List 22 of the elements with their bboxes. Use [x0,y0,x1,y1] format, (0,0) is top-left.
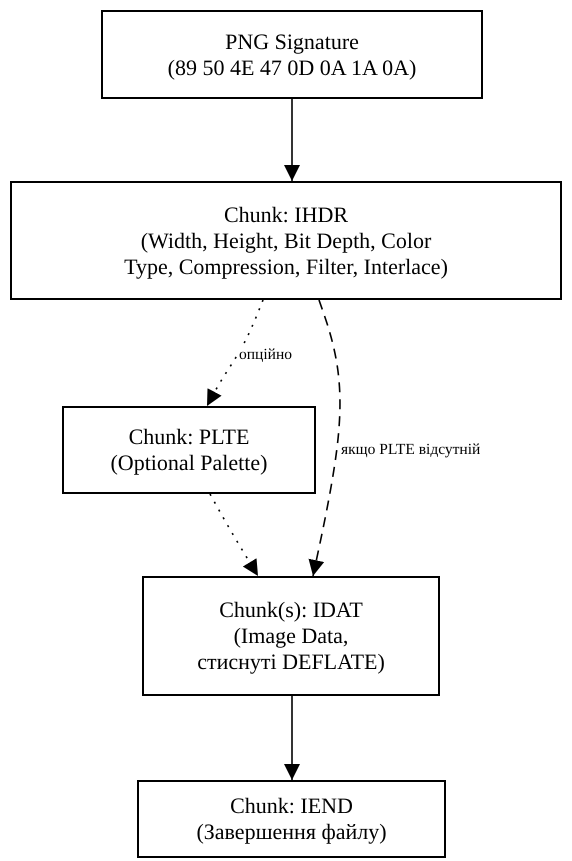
arrow [284,696,300,780]
edge-label: якщо PLTE відсутній [340,441,482,459]
chunk-box [137,780,446,858]
node-title: Chunk: IEND [230,793,353,819]
node-details: (89 50 4E 47 0D 0A 1A 0A) [168,54,416,80]
node-details: (Width, Height, Bit Depth, Color Type, Compression, Filter, Interlace) [123,228,449,280]
arrow [206,300,264,406]
node-title: Chunk: PLTE [128,424,250,450]
node-details: (Image Data, стиснуті DEFLATE) [196,623,386,675]
arrow [209,494,259,576]
chunk-box [142,576,440,696]
chunk-box [62,406,316,494]
chunk-box [101,10,483,99]
chunk-box [10,181,562,300]
arrow [308,300,341,576]
node-title: PNG Signature [225,28,359,54]
node-details: (Optional Palette) [110,450,268,476]
node-title: Chunk: IHDR [224,202,348,228]
arrow [284,99,300,181]
node-title: Chunk(s): IDAT [219,597,363,623]
node-details: (Завершення файлу) [196,819,387,845]
edge-label: опційно [238,346,293,364]
